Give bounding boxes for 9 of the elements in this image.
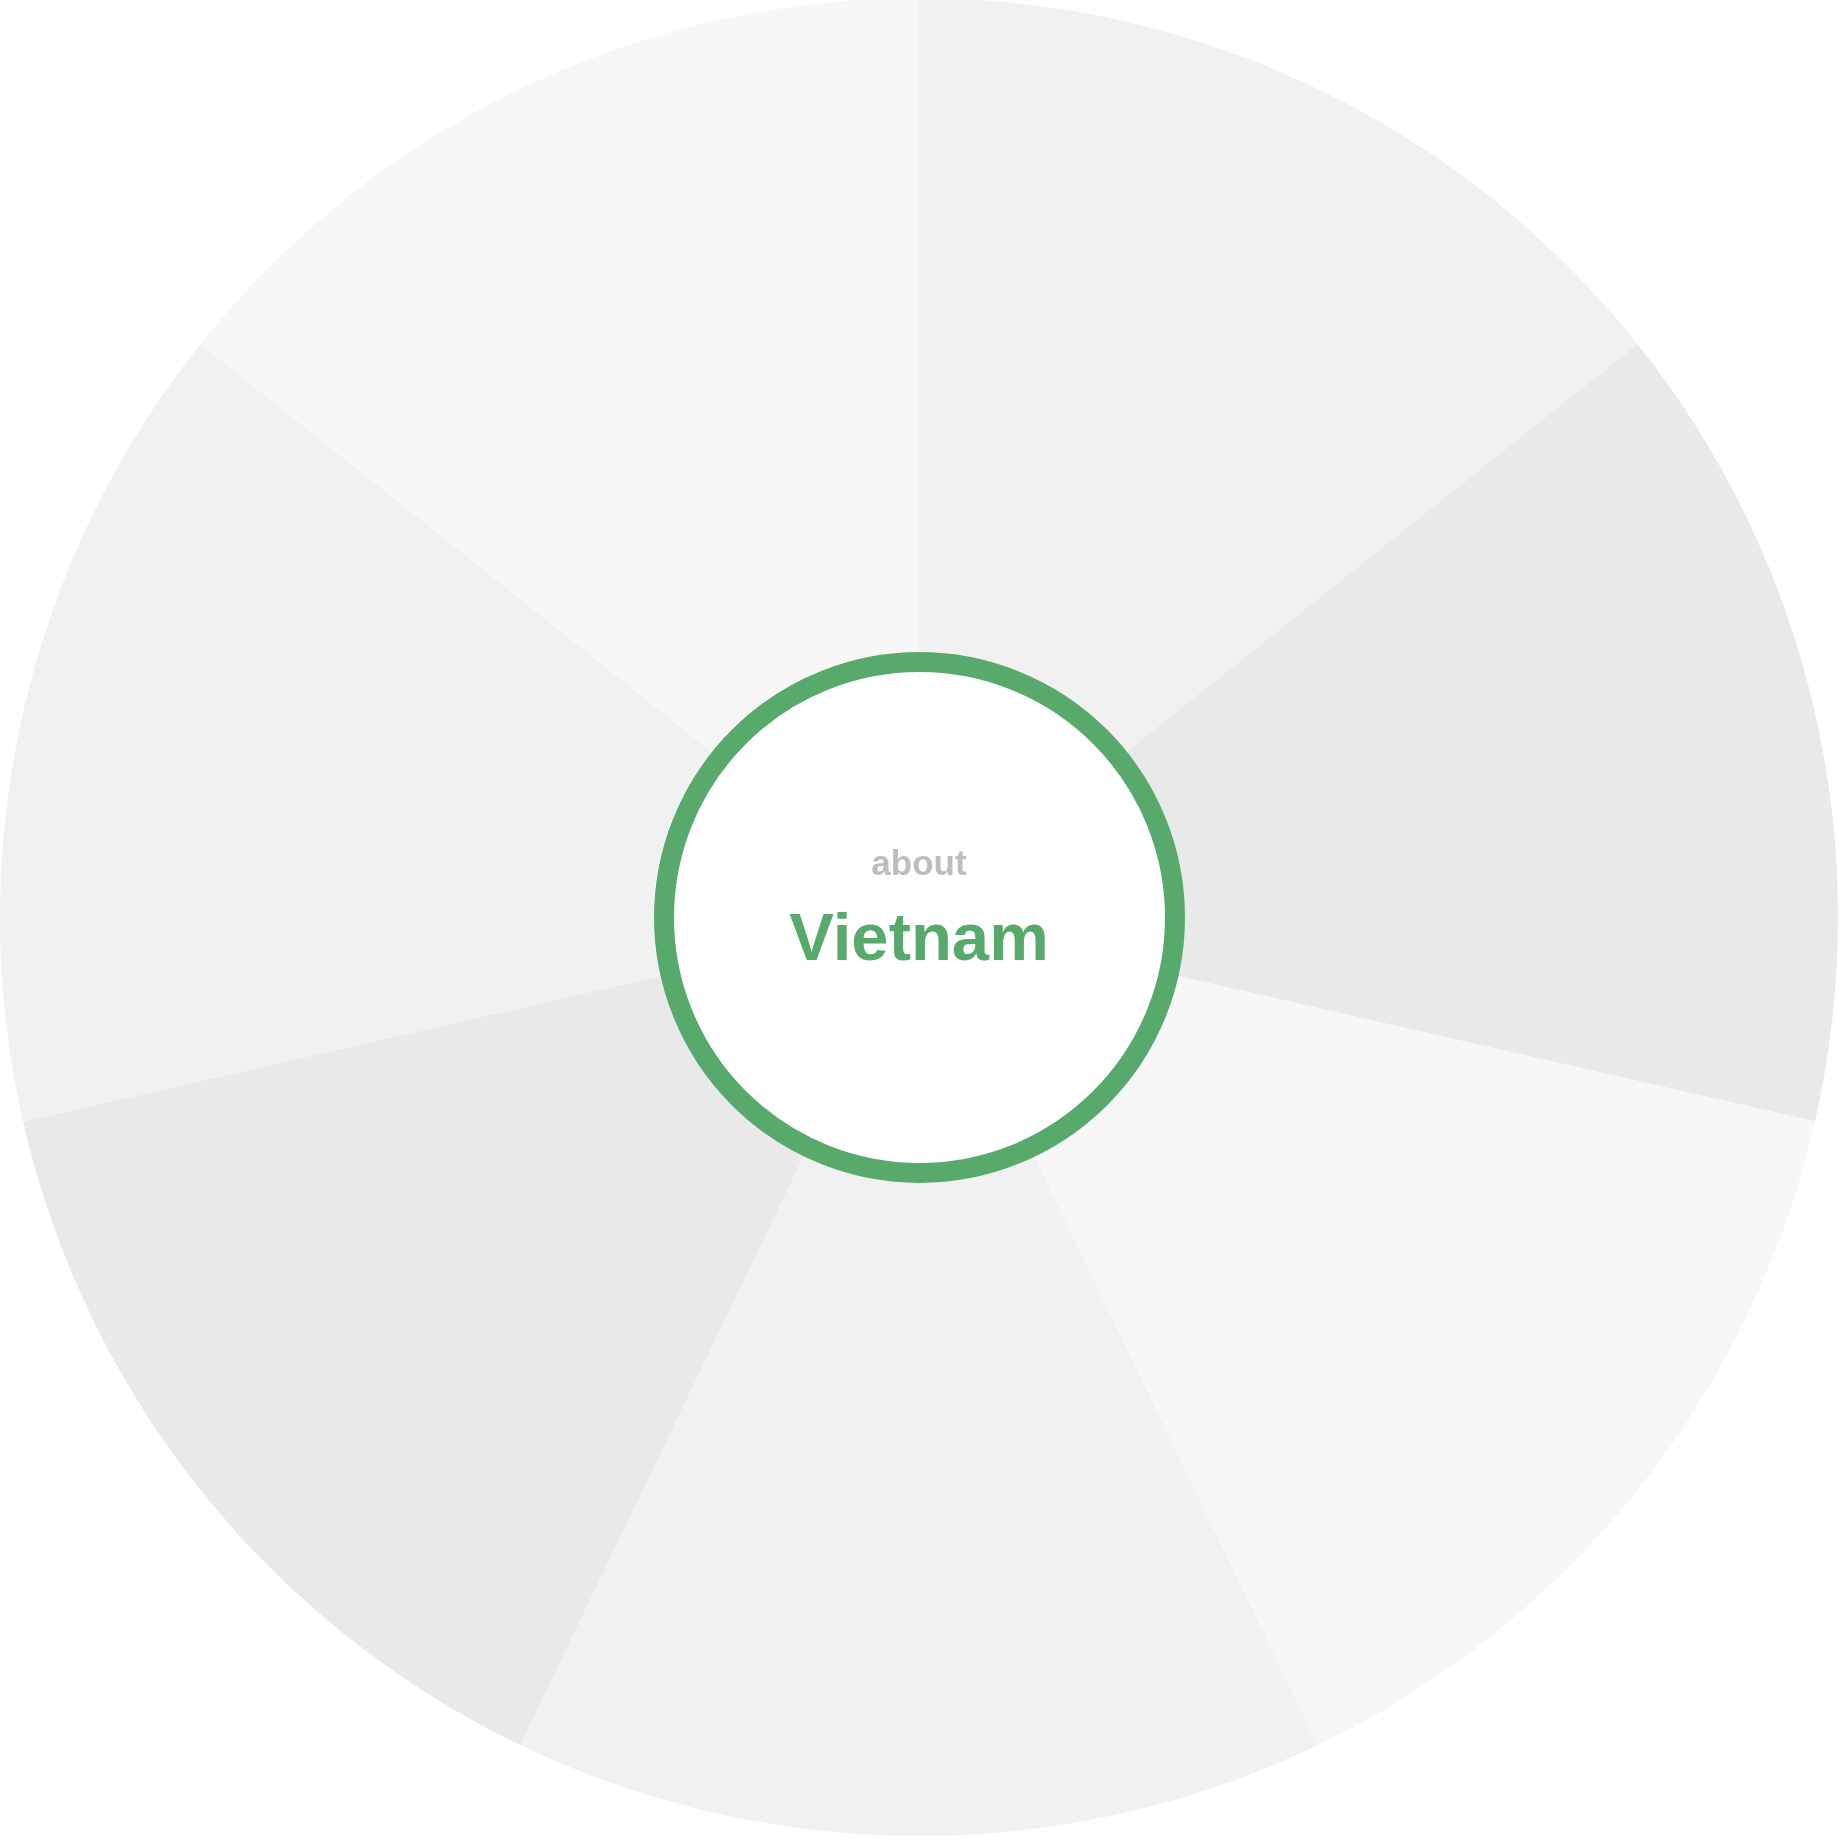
subheading: about: [871, 842, 967, 883]
wedge-segment: [23, 976, 804, 1745]
wedge-segment: [1126, 344, 1838, 1122]
wedge-segment: [1034, 976, 1815, 1745]
heading: Vietnam: [789, 897, 1049, 975]
wedge-segment: [200, 0, 919, 752]
wedge-segment: [520, 1156, 1318, 1835]
wedge-segment: [0, 344, 712, 1122]
wedge-segment: [919, 0, 1638, 752]
